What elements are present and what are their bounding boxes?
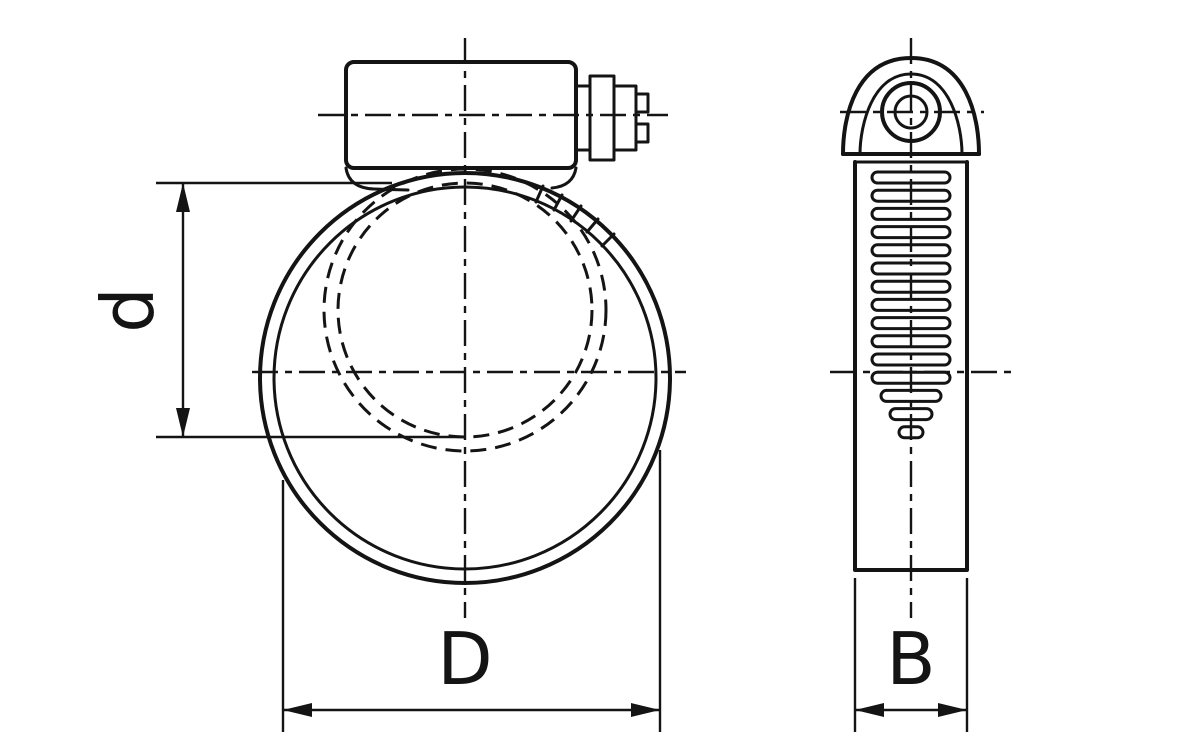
housing-right-band-step: [550, 166, 578, 190]
hose-inner-dashed-circle: [336, 181, 594, 439]
dim-d-arrow-up-icon: [176, 183, 190, 212]
band-slot: [870, 279, 952, 294]
band-serration-ticks: [534, 184, 616, 248]
band-slot: [879, 388, 943, 403]
dimension-D: D: [281, 450, 662, 732]
dimension-d: d: [86, 181, 462, 439]
dim-B-arrow-left-icon: [855, 703, 884, 717]
band-side-outline: [853, 160, 969, 572]
dim-D-arrow-right-icon: [631, 703, 660, 717]
band-outer-circle: [258, 171, 672, 585]
band-slot: [870, 261, 952, 276]
band-slot: [870, 352, 952, 367]
band-slot: [888, 407, 934, 422]
dim-B-label: B: [886, 617, 935, 701]
band-slot: [870, 206, 952, 221]
side-view: B: [830, 38, 1014, 732]
dim-B-arrow-right-icon: [938, 703, 967, 717]
dimension-B: B: [853, 578, 969, 732]
band-perforations: [870, 170, 952, 440]
screw-head-inner-profile: [858, 72, 964, 156]
band-slot: [870, 225, 952, 240]
band-slot: [897, 425, 925, 440]
band-slot: [870, 170, 952, 185]
dim-d-label: d: [86, 287, 170, 333]
band-inner-circle: [272, 185, 658, 571]
band-slot: [870, 297, 952, 312]
dim-D-arrow-left-icon: [283, 703, 312, 717]
band-slot: [870, 334, 952, 349]
band-slot: [870, 188, 952, 203]
screw-shank-outer-circle: [880, 81, 942, 143]
screw-slot-tab-top: [634, 92, 650, 114]
front-view: d D: [86, 38, 686, 732]
worm-screw-head: [574, 74, 650, 162]
housing-left-band-step: [344, 166, 410, 192]
screw-neck: [574, 84, 592, 152]
screw-washer: [588, 74, 616, 162]
band-slot: [870, 243, 952, 258]
dim-d-arrow-down-icon: [176, 408, 190, 437]
screw-shank-inner-circle: [893, 94, 929, 130]
screw-head-body: [612, 84, 638, 152]
band-slot: [870, 316, 952, 331]
screw-slot-tab-bottom: [634, 122, 650, 144]
band-slot: [870, 370, 952, 385]
dim-D-label: D: [437, 617, 492, 701]
screw-head-outer-profile: [841, 56, 981, 156]
